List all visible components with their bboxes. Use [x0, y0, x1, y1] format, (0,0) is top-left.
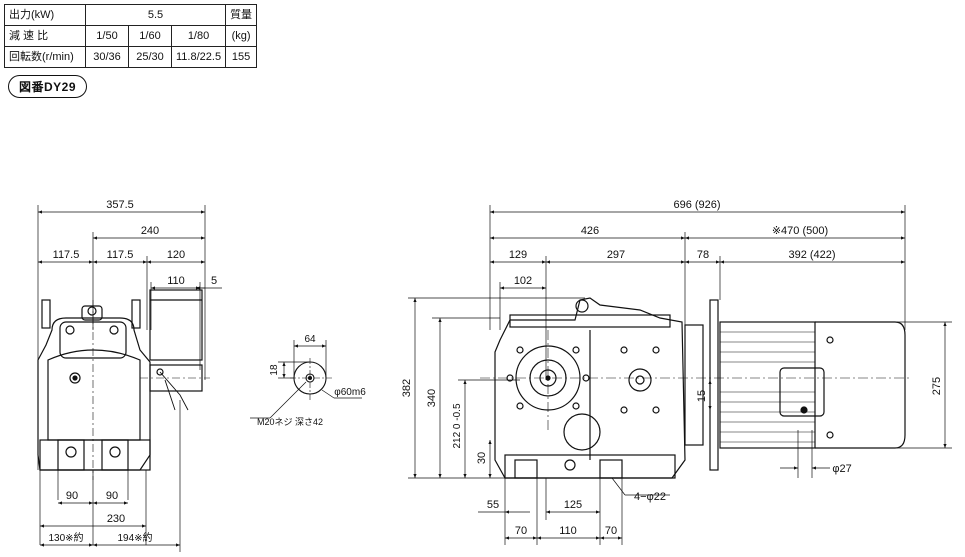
dim-15: 15 [696, 390, 708, 402]
dim-117-5-b: 117.5 [107, 249, 134, 261]
dim-426: 426 [581, 225, 599, 237]
dim-117-5-a: 117.5 [53, 249, 80, 261]
dim-30: 30 [476, 452, 488, 464]
dim-696: 696 (926) [673, 199, 720, 211]
dim-297: 297 [607, 249, 625, 261]
dim-129: 129 [509, 249, 527, 261]
dim-5: 5 [211, 275, 217, 287]
dim-382: 382 [401, 379, 413, 397]
dim-110: 110 [167, 275, 185, 287]
spec-row-ratio: 減 速 比 1/50 1/60 1/80 (kg) [4, 25, 258, 47]
dim-125: 125 [564, 499, 582, 511]
dim-470: ※470 (500) [772, 225, 828, 237]
dim-64: 64 [304, 334, 316, 345]
dim-18: 18 [269, 364, 280, 376]
thread-label: M20ネジ 深さ42 [257, 417, 323, 427]
spec-table: 出力(kW) 5.5 質量 減 速 比 1/50 1/60 1/80 (kg) … [4, 4, 258, 68]
dim-110: 110 [559, 525, 577, 537]
dim-70-b: 70 [605, 525, 617, 537]
front-view-labels: 696 (926) 426 ※470 (500) 129 297 78 392 … [401, 199, 943, 537]
side-view-labels: 357.5 240 117.5 117.5 120 110 5 90 90 23… [48, 199, 217, 544]
figure-reference-badge: 図番DY29 [8, 75, 88, 98]
shaft-end-detail [250, 340, 362, 419]
dim-phi-27: φ27 [832, 463, 851, 475]
holes-label: 4−φ22 [634, 491, 666, 503]
dim-194: 194※約 [117, 531, 152, 544]
dim-357-5: 357.5 [106, 199, 134, 211]
dim-212: 212 0 -0.5 [452, 403, 463, 448]
speed-3: 11.8/22.5 [170, 46, 227, 68]
dim-78: 78 [697, 249, 709, 261]
spec-row-speed: 回転数(r/min) 30/36 25/30 11.8/22.5 155 [4, 46, 258, 68]
side-view [37, 205, 222, 552]
mass-value: 155 [225, 46, 258, 68]
dia-60m6: φ60m6 [334, 387, 366, 398]
dim-70-a: 70 [515, 525, 527, 537]
dim-102: 102 [514, 275, 532, 287]
dim-340: 340 [426, 389, 438, 407]
dim-130: 130※約 [48, 531, 83, 544]
dim-90-b: 90 [106, 490, 118, 502]
spec-row-output: 出力(kW) 5.5 質量 [4, 4, 258, 26]
dim-392: 392 (422) [788, 249, 835, 261]
dim-230: 230 [107, 513, 125, 525]
shaft-detail-labels: 64 18 φ60m6 M20ネジ 深さ42 [257, 334, 366, 427]
dim-275: 275 [931, 377, 943, 395]
front-view [408, 205, 952, 545]
dim-90-a: 90 [66, 490, 78, 502]
dim-55: 55 [487, 499, 499, 511]
dim-240: 240 [141, 225, 159, 237]
dim-120: 120 [167, 249, 185, 261]
